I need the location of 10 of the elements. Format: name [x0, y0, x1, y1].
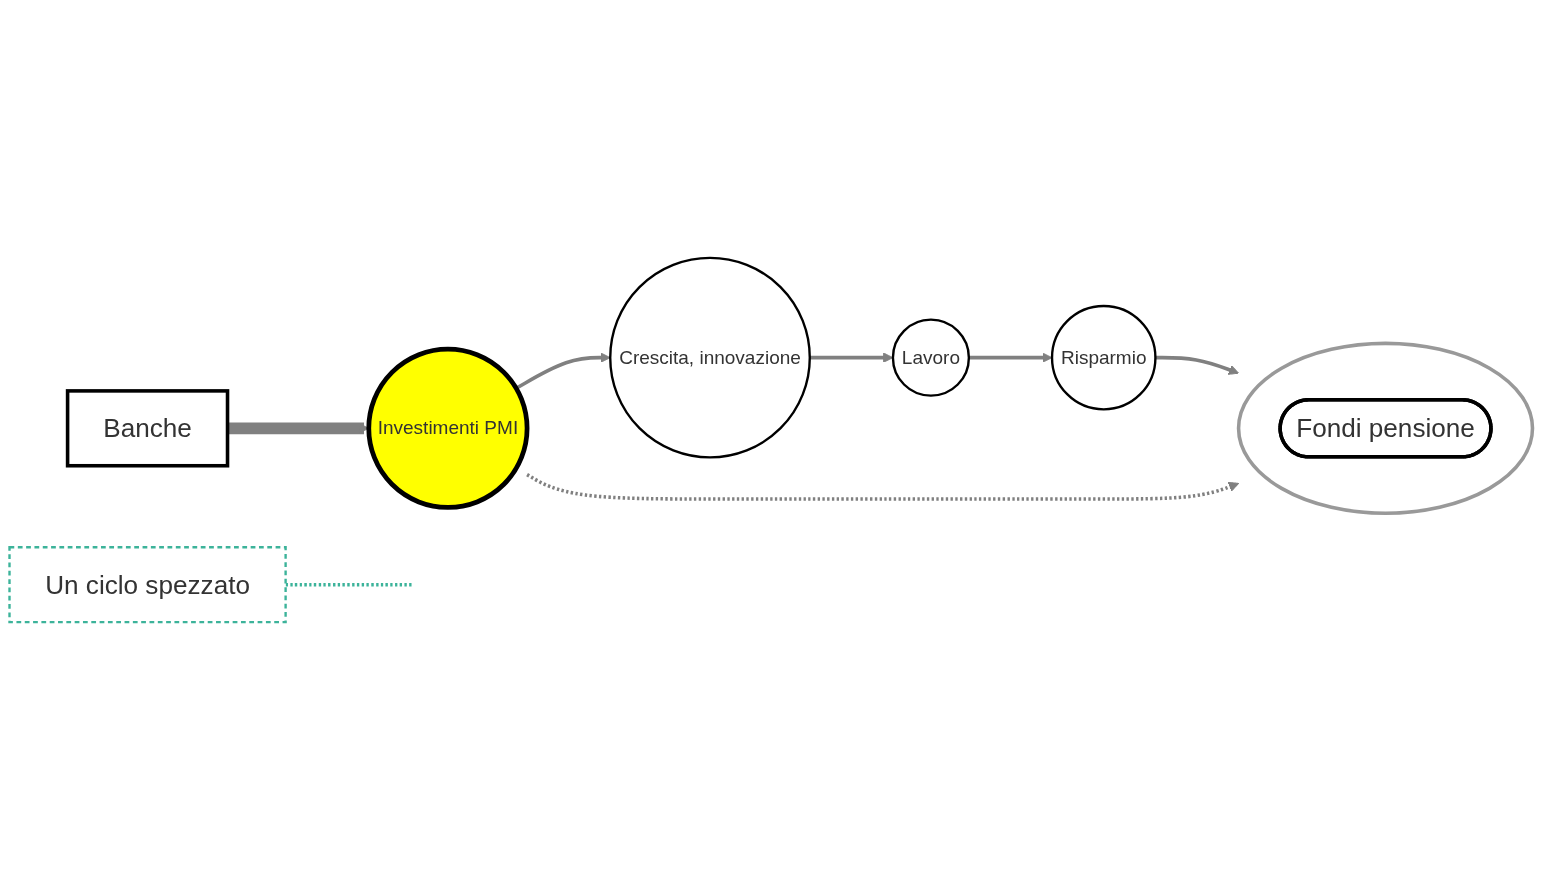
node-circle: Investimenti PMI	[366, 346, 530, 510]
node-box: Banche	[65, 389, 230, 468]
node-box: Un ciclo spezzato	[8, 546, 287, 624]
node-circle: Lavoro	[891, 318, 971, 397]
connector	[285, 582, 413, 587]
node-circle: Risparmio	[1050, 304, 1157, 411]
arrow	[515, 352, 611, 390]
node-circle: Crescita, innovazione	[609, 256, 811, 459]
arrow	[809, 352, 894, 363]
arrow	[968, 352, 1053, 363]
